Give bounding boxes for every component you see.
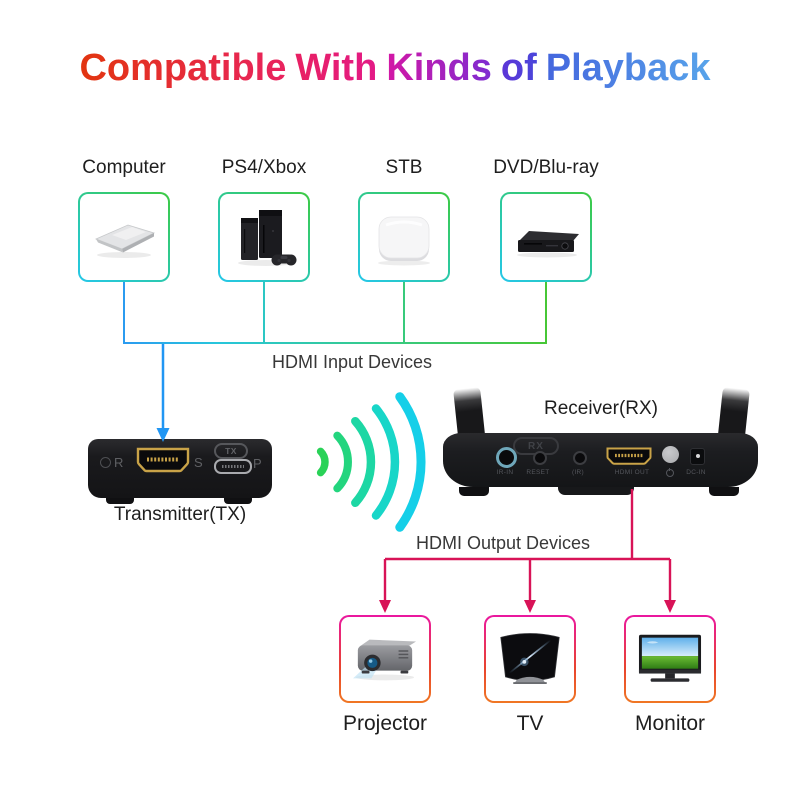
laptop-icon (94, 224, 156, 258)
ir-in-port (496, 447, 517, 468)
hdmi-port-icon (136, 447, 190, 473)
game-consoles-icon (238, 210, 297, 266)
input-device-frame (500, 192, 592, 282)
port-label-s: S (194, 455, 203, 470)
input-device-frame (78, 192, 170, 282)
dvd-player-icon (517, 231, 579, 258)
port-label-p: P (253, 456, 262, 471)
projector-icon (353, 639, 417, 681)
port-label: HDMI OUT (614, 469, 650, 476)
set-top-box-icon (378, 216, 430, 266)
title-word: Kinds (386, 47, 492, 89)
hdmi-input-devices-label: HDMI Input Devices (271, 352, 433, 372)
power-icon (648, 468, 692, 479)
output-device-label: Monitor (634, 712, 706, 735)
output-device-frame (624, 615, 716, 703)
down-arrow-icon (524, 600, 536, 613)
tv-icon (500, 633, 560, 684)
title-word: Playback (545, 47, 711, 89)
power-button (662, 446, 679, 463)
hdmi-out-port-icon (606, 447, 652, 465)
input-device-label: STB (385, 157, 423, 178)
transmitter-caption: Transmitter(TX) (113, 504, 247, 525)
wifi-signal-icon (316, 392, 426, 532)
receiver-foot (459, 487, 489, 496)
input-device-frame (218, 192, 310, 282)
port-label: IR-IN (496, 469, 514, 476)
input-device-frame (358, 192, 450, 282)
input-device-label: PS4/Xbox (221, 157, 307, 178)
down-arrow-icon (664, 600, 676, 613)
dc-in-port (690, 448, 705, 465)
transmitter-device: R S TX P (88, 439, 272, 498)
ir-port (573, 451, 587, 465)
output-device-frame (484, 615, 576, 703)
monitor-icon (638, 634, 702, 682)
output-device-label: Projector (342, 712, 428, 735)
hdmi-output-devices-label: HDMI Output Devices (415, 533, 591, 553)
port-label: RESET (526, 469, 550, 476)
input-device-label: Computer (82, 157, 166, 178)
output-device-label: TV (516, 712, 544, 735)
down-arrow-icon (379, 600, 391, 613)
receiver-device: RX IR-IN RESET (IR) HDMI OUT DC-IN (443, 433, 758, 487)
receiver-bottom-tab (558, 485, 634, 495)
title-word: With (295, 47, 378, 89)
input-device-label: DVD/Blu-ray (493, 157, 599, 178)
port-label-r: R (114, 455, 124, 470)
usb-port-icon (214, 459, 252, 474)
port-label: DC-IN (686, 469, 706, 476)
transmitter-foot (106, 498, 134, 504)
tx-badge: TX (214, 443, 248, 459)
receiver-foot (709, 487, 739, 496)
output-device-frame (339, 615, 431, 703)
reset-port (533, 451, 547, 465)
title-word: Compatible (79, 47, 287, 89)
port-label: (IR) (571, 469, 585, 476)
receiver-caption: Receiver(RX) (543, 398, 659, 419)
transmitter-foot (224, 498, 252, 504)
ir-window (100, 457, 111, 468)
output-drop-lines (383, 559, 672, 602)
title-word: of (500, 47, 537, 89)
